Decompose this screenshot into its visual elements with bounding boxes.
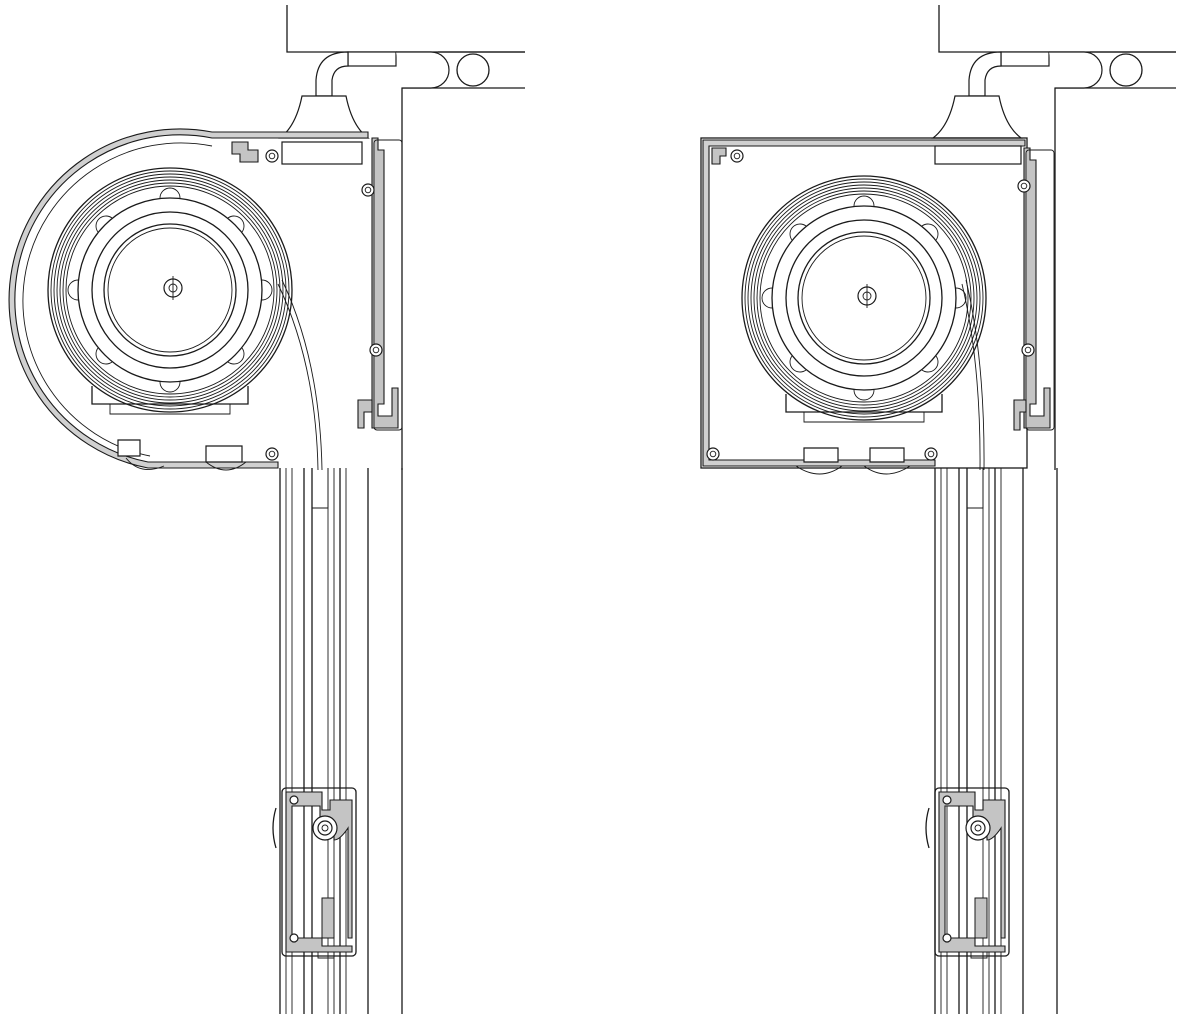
square-housing-view — [700, 5, 1176, 1014]
side-profile — [357, 137, 403, 431]
strap-line-right — [961, 279, 985, 471]
side-profile-right — [1013, 147, 1055, 431]
housing-bottom-right — [795, 447, 911, 475]
guide-rail-right — [934, 467, 1058, 1014]
roller-drum — [47, 167, 293, 415]
bottom-bar — [272, 787, 357, 959]
housing-bottom — [117, 439, 279, 471]
guide-rail — [279, 467, 403, 1014]
roller-drum-right — [741, 175, 987, 423]
cable-elbow — [278, 51, 370, 139]
rounded-housing-view — [8, 5, 525, 1014]
housing-outline — [8, 128, 369, 469]
housing-outline-square — [700, 137, 1028, 469]
strap-line — [277, 279, 323, 471]
top-clip — [231, 141, 279, 163]
lintel-wall-right — [938, 5, 1176, 470]
